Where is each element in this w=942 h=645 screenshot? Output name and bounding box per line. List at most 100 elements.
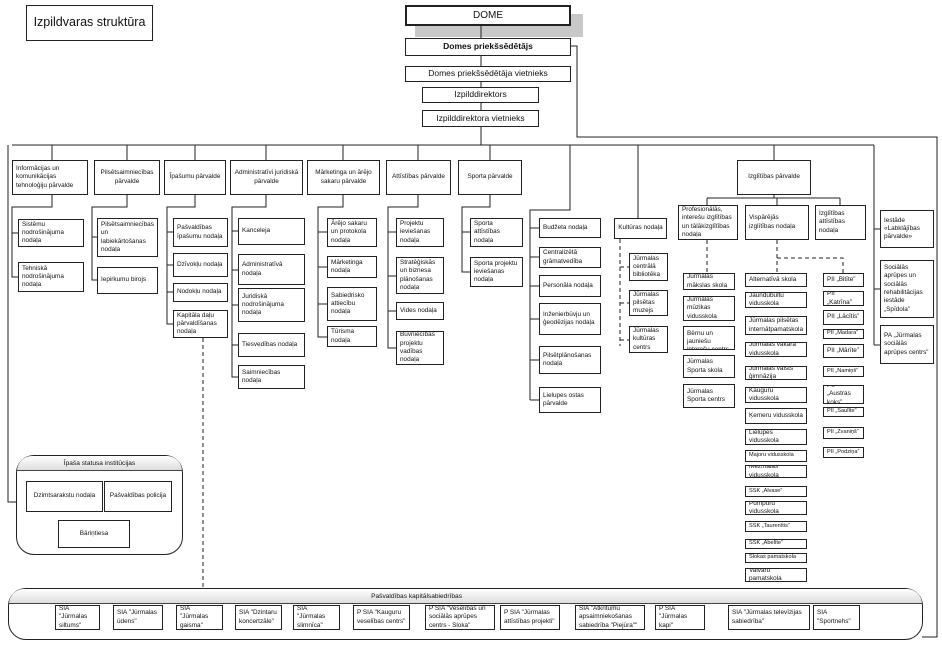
school-box: Jūrmalas Sporta skola	[683, 355, 735, 378]
unit-box: Pilsētplānošanas nodaļa	[539, 346, 601, 374]
division-box: Profesionālās, interešu izglītības un tā…	[678, 205, 738, 240]
dept-education: Izglītības pārvalde	[737, 160, 811, 195]
school-box: SSK „Taurenītis”	[745, 521, 807, 532]
unit-box: Jūrmalas kultūras centrs	[629, 326, 668, 353]
preschool-box: PII „Madara”	[823, 329, 864, 339]
preschool-box: PII „Katrīna”	[823, 291, 864, 306]
school-box: Jūrmalas mākslas skola	[683, 273, 735, 290]
unit-box: Centralizētā grāmatvedība	[539, 247, 601, 268]
social-box: Sociālās aprūpes un sociālās rehabilitāc…	[880, 260, 934, 318]
unit-box: Jūrmalas pilsētas muzejs	[629, 290, 668, 316]
unit-box: Sabiedrisko attiecību nodaļa	[327, 287, 377, 321]
unit-box: Sporta projektu ieviešanas nodaļa	[470, 257, 523, 287]
unit-box: Jūrmalas centrālā bibliotēka	[629, 253, 668, 281]
unit-box: Ārējo sakaru un protokola nodaļa	[327, 218, 377, 247]
dome-box: DOME	[405, 5, 571, 26]
page-title: Izpildvaras struktūra	[26, 5, 153, 41]
company-box: SIA "Jūrmalas slimnīca"	[293, 605, 340, 630]
preschool-box: PII „Podziņa”	[823, 447, 864, 458]
dept-culture: Kultūras nodaļa	[614, 218, 667, 239]
unit-box: Mārketinga nodaļa	[327, 256, 377, 278]
company-box: SIA "Jūrmalas gaisma"	[176, 605, 223, 630]
preschool-box: PII „Zvaniņš”	[823, 427, 864, 439]
dept-property: Īpašumu pārvalde	[164, 160, 226, 195]
school-box: Slokas pamatskola	[745, 553, 807, 563]
dept-sport: Sporta pārvalde	[458, 160, 522, 195]
school-box: Jūrmalas vakara vidusskola	[745, 342, 807, 357]
school-box: Lielupes vidusskola	[745, 429, 807, 445]
company-box: P SIA "Jūrmalas kapi"	[655, 605, 705, 630]
special-dzimtsarakstu: Dzimtsarakstu nodaļa	[26, 481, 103, 512]
unit-box: Sistēmu nodrošinājuma nodaļa	[18, 219, 84, 247]
unit-box: Būvniecības projektu vadības nodaļa	[396, 331, 444, 365]
company-box: SIA "Jūrmalas ūdens"	[113, 605, 163, 630]
unit-box: Stratēģiskās un biznesa plānošanas nodaļ…	[396, 257, 444, 294]
companies-title: Pašvaldības kapitālsabiedrības	[9, 589, 922, 604]
unit-box: Kanceleja	[238, 218, 305, 245]
unit-box: Personāla nodaļa	[539, 275, 601, 297]
school-box: Alternatīvā skola	[745, 273, 807, 287]
unit-box: Sporta attīstības nodaļa	[470, 218, 523, 247]
special-policija: Pašvaldības policija	[104, 481, 172, 512]
school-box: Kauguru vidusskola	[745, 387, 807, 403]
unit-box: Nodokļu nodaļa	[173, 283, 228, 302]
company-box: P SIA "Veselības un sociālās aprūpes cen…	[425, 605, 495, 630]
social-box: Iestāde «Labklājības pārvalde»	[880, 210, 934, 248]
unit-box: Pilsētsaimniecības un labiekārtošanas no…	[97, 218, 158, 257]
school-box: Jūrmalas Sporta centrs	[683, 384, 735, 408]
unit-box: Iepirkumu birojs	[97, 267, 158, 294]
company-box: SIA "Sportnehs"	[813, 605, 860, 630]
social-box: PA „Jūrmalas sociālās aprūpes centrs”	[880, 325, 934, 364]
school-box: Jūrmalas Bērnu un jauniešu interešu cent…	[683, 326, 735, 350]
preschool-box: PII „Bitīte”	[823, 273, 864, 287]
unit-box: Projektu ieviešanas nodaļa	[396, 218, 444, 247]
school-box: Pumpuru vidusskola	[745, 501, 807, 515]
school-box: SSK „Alvase”	[745, 486, 807, 497]
dept-development: Attīstības pārvalde	[386, 160, 451, 195]
preschool-box: PII „Mārīte”	[823, 344, 864, 358]
school-box: Jūrmalas mūzikas vidusskola	[683, 296, 735, 321]
school-box: Jūrmalas valsts ģimnāzija	[745, 366, 807, 380]
director-box: Izpilddirektors	[422, 87, 539, 103]
company-box: SIA "Jūrmalas siltums"	[55, 605, 100, 630]
special-barintiesa: Bāriņtiesa	[58, 520, 130, 548]
school-box: Ķemeru vidusskola	[745, 408, 807, 424]
special-status-title: Īpaša statusa institūcijas	[17, 456, 182, 471]
unit-box: Vides nodaļa	[396, 302, 444, 320]
unit-box: Inženierbūvju un ģeodēzijas nodaļa	[539, 303, 601, 335]
unit-box: Tehniskā nodrošinājuma nodaļa	[18, 262, 84, 292]
unit-box: Kapitāla daļu pārvaldīšanas nodaļa	[173, 310, 228, 338]
unit-box: Dzīvokļu nodaļa	[173, 253, 228, 277]
preschool-box: PII „Saulīte”	[823, 407, 864, 417]
preschool-box: PII „Namiņš”	[823, 366, 864, 377]
unit-box: Administratīvā nodaļa	[238, 254, 305, 285]
school-box: Jūrmalas pilsētas internātpamatskola	[745, 316, 807, 335]
deputy-box: Domes priekšsēdētāja vietnieks	[405, 66, 571, 82]
school-box: Mežmalas vidusskola	[745, 465, 807, 478]
dept-marketing: Mārketinga un ārējo sakaru pārvalde	[307, 160, 380, 195]
company-box: SIA "Dzintaru koncertzāle"	[235, 605, 282, 630]
company-box: P SIA "Kauguru veselības centrs"	[353, 605, 410, 630]
company-box: P SIA "Jūrmalas attīstības projekti"	[500, 605, 560, 630]
company-box: SIA "Atkritumu apsaimniekošanas sabiedrī…	[575, 605, 645, 630]
unit-box: Budžeta nodaļa	[539, 218, 601, 238]
unit-box: Lielupes ostas pārvalde	[539, 387, 601, 413]
preschool-box: PII „Austras koks”	[823, 385, 864, 404]
chair-box: Domes priekšsēdētājs	[405, 38, 571, 56]
company-box: SIA "Jūrmalas televīzijas sabiedrība"	[728, 605, 810, 630]
school-box: Vaivaru pamatskola	[745, 568, 807, 582]
school-box: Majoru vidusskola	[745, 450, 807, 462]
school-box: SSK „Ābelīte”	[745, 539, 807, 549]
dept-it: Informācijas un komunikācijas tehnoloģij…	[12, 160, 88, 195]
unit-box: Juridiskā nodrošinājuma nodaļa	[238, 288, 305, 322]
school-box: Jaundubultu vidusskola	[745, 292, 807, 308]
dept-admin: Administratīvi juridiskā pārvalde	[230, 160, 303, 195]
unit-box: Saimniecības nodaļa	[238, 365, 305, 389]
unit-box: Pašvaldības īpašumu nodaļa	[173, 218, 228, 247]
preschool-box: PII „Lācītis”	[823, 310, 864, 325]
unit-box: Tiesvedības nodaļa	[238, 333, 305, 357]
division-box: Izglītības attīstības nodaļa	[815, 205, 866, 240]
dept-city: Pilsētsaimniecības pārvalde	[94, 160, 160, 195]
director-deputy-box: Izpilddirektora vietnieks	[422, 110, 539, 127]
unit-box: Tūrisma nodaļa	[327, 326, 377, 347]
